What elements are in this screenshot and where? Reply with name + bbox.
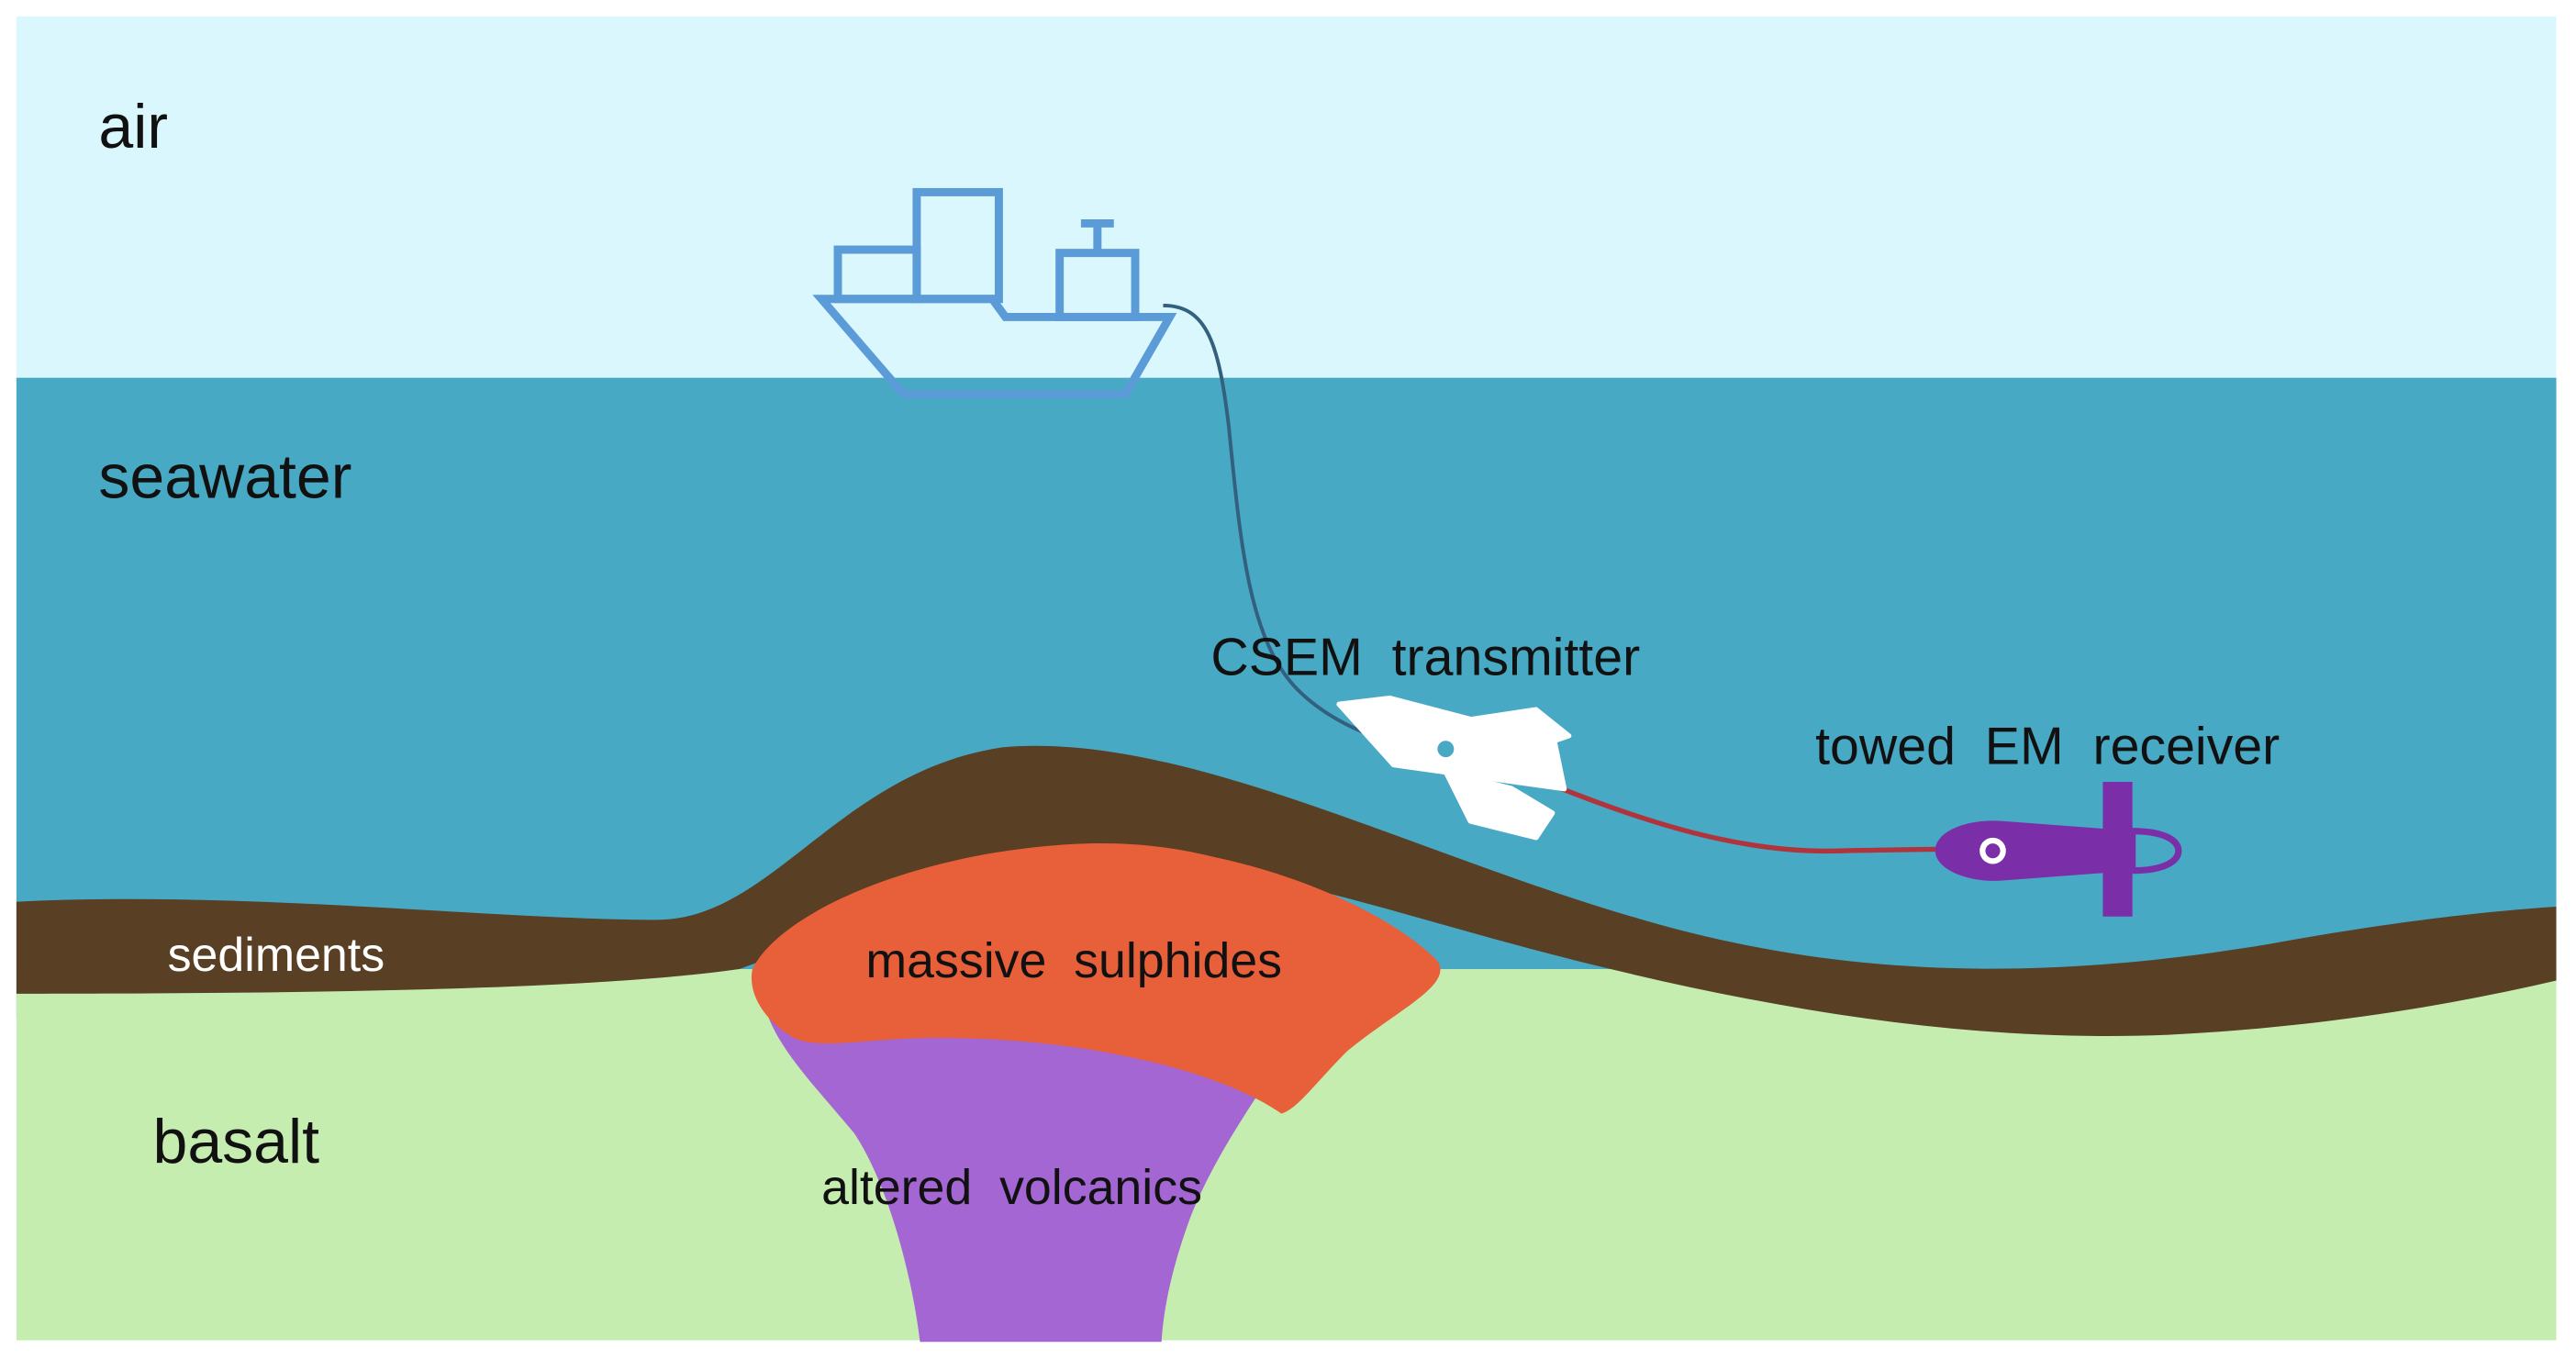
label-air: air [98, 92, 168, 162]
label-seawater: seawater [98, 441, 351, 511]
label-basalt: basalt [152, 1107, 319, 1176]
rocket-icon [1336, 695, 1572, 841]
label-massive-sulphides: massive sulphides [865, 933, 1282, 988]
sediments-layer [16, 745, 2557, 1036]
air-layer [16, 16, 2557, 382]
ship-icon [812, 187, 1177, 399]
altered-volcanics-body [764, 1001, 1315, 1343]
label-towed-em-receiver: towed EM receiver [1815, 717, 2280, 775]
label-csem-transmitter: CSEM transmitter [1210, 629, 1640, 687]
label-altered-volcanics: altered volcanics [821, 1160, 1202, 1215]
torpedo-icon [1935, 781, 2182, 917]
tow-cable [1163, 303, 1430, 754]
massive-sulphides-body [751, 842, 1441, 1114]
label-sediments: sediments [168, 929, 385, 982]
